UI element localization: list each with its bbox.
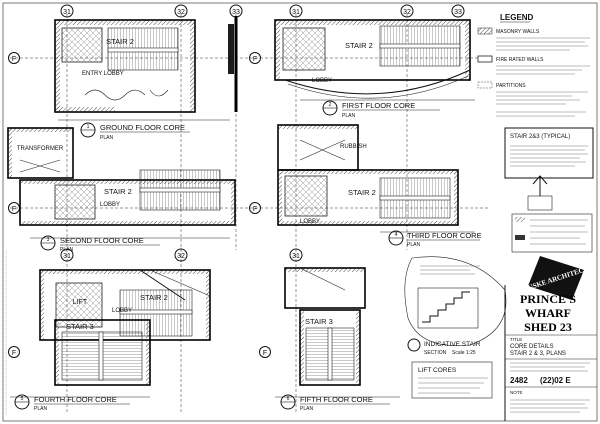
indicative-stair-section: INDICATIVE STAIR SECTION Scale 1:25 [404,256,507,356]
fifth-floor-title: FIFTH FLOOR CORE [300,395,373,404]
fourth-floor-plan: LIFT STAIR 2 LOBBY STAIR 3 5 FOURTH FLOO… [10,269,211,412]
project-name-line-2: WHARF [525,306,571,320]
third-floor-title: THIRD FLOOR CORE [407,231,482,240]
section-subtitle: SECTION [424,350,447,356]
stair-typical-title: STAIR 2&3 (TYPICAL) [510,134,570,140]
ground-floor-subtitle: PLAN [100,135,113,141]
svg-text:F: F [253,56,257,63]
grid-bubble-32-b: 32 [400,4,414,18]
svg-text:32: 32 [177,253,185,260]
grid-bubble-31-a: 31 [60,4,74,18]
svg-text:F: F [263,350,267,357]
second-lobby-label: LOBBY [100,202,120,208]
north-arrow-icon [527,175,553,211]
legend-item-2: FIRE RATED WALLS [496,57,544,63]
transformer-label: TRANSFORMER [17,146,64,152]
ground-lobby-label: ENTRY LOBBY [82,71,124,77]
rubbish-label: RUBBISH [340,144,367,150]
drawing-title-line-1: CORE DETAILS [510,344,554,350]
grid-bubble-33-a: 33 [229,4,243,18]
stair-typical-note: STAIR 2&3 (TYPICAL) [504,127,594,179]
grid-bubble-33-b: 33 [451,4,465,18]
grid-bubble-row-f-e: F [8,346,20,358]
legend-item-3: PARTITIONS [496,83,526,89]
fourth-floor-title: FOURTH FLOOR CORE [34,395,117,404]
first-floor-subtitle: PLAN [342,113,355,119]
svg-text:4: 4 [395,232,398,238]
grid-bubble-row-f-a: F [8,52,20,64]
project-name-line-3: SHED 23 [524,320,572,334]
grid-bubble-32-a: 32 [174,4,188,18]
note-label: NOTE [510,390,523,395]
svg-text:2: 2 [329,102,332,108]
legend: LEGEND MASONRY WALLS FIRE RATED WALLS PA… [477,13,590,117]
svg-text:3: 3 [47,237,50,243]
third-lobby-label: LOBBY [300,219,320,225]
fifth-stair3-label: STAIR 3 [305,317,333,326]
project-name-line-1: PRINCE'S [520,292,576,306]
lift-cores-title: LIFT CORES [418,367,457,374]
drawing-number: (22)02 E [540,376,571,385]
section-title: INDICATIVE STAIR [424,341,481,348]
svg-text:1: 1 [87,124,90,130]
svg-text:5: 5 [21,396,24,402]
project-number: 2482 [510,376,528,385]
legend-title: LEGEND [500,13,534,22]
svg-text:32: 32 [177,9,185,16]
fifth-floor-subtitle: PLAN [300,406,313,412]
third-floor-subtitle: PLAN [407,242,420,248]
svg-text:32: 32 [403,9,411,16]
fourth-lobby-label: LOBBY [112,308,132,314]
svg-text:F: F [12,56,16,63]
ground-floor-title: GROUND FLOOR CORE [100,123,185,132]
second-floor-subtitle: PLAN [60,247,73,253]
title-block: PRINCE'S WHARF SHED 23 TITLE CORE DETAIL… [504,285,597,421]
grid-bubble-31-c: 31 [60,248,74,262]
legend-item-1: MASONRY WALLS [496,29,540,35]
svg-text:F: F [253,206,257,213]
svg-text:F: F [12,206,16,213]
third-stair-label: STAIR 2 [348,188,376,197]
grid-bubble-row-f-d: F [249,202,261,214]
grid-bubble-row-f-f: F [259,346,271,358]
svg-text:31: 31 [63,9,71,16]
first-lobby-label: LOBBY [312,78,332,84]
svg-text:6: 6 [287,396,290,402]
grid-bubble-32-c: 32 [174,248,188,262]
section-scale: Scale 1:25 [452,350,476,356]
fourth-lift-label: LIFT [73,299,88,306]
svg-text:31: 31 [63,253,71,260]
drawing-title-line-2: STAIR 2 & 3, PLANS [510,351,566,357]
title-label: TITLE [510,337,522,342]
first-floor-plan: STAIR 2 LOBBY 2 FIRST FLOOR CORE PLAN [274,19,475,119]
fourth-floor-subtitle: PLAN [34,406,47,412]
second-stair-label: STAIR 2 [104,187,132,196]
fourth-stair3-label: STAIR 3 [66,322,94,331]
first-floor-title: FIRST FLOOR CORE [342,101,415,110]
svg-text:F: F [12,350,16,357]
lift-cores-note: LIFT CORES [411,361,493,399]
grid-bubble-row-f-b: F [249,52,261,64]
fourth-stair-label: STAIR 2 [140,293,168,302]
symbols-key [511,213,593,253]
fifth-floor-plan: STAIR 3 6 FIFTH FLOOR CORE PLAN [275,267,400,412]
second-floor-plan: TRANSFORMER STAIR 2 LOBBY 3 SECOND FLOOR… [7,127,236,253]
svg-text:33: 33 [454,9,462,16]
svg-text:33: 33 [232,9,240,16]
first-stair-label: STAIR 2 [345,41,373,50]
grid-bubble-31-b: 31 [289,4,303,18]
grid-bubble-31-d: 31 [289,248,303,262]
ground-stair-label: STAIR 2 [106,37,134,46]
second-floor-title: SECOND FLOOR CORE [60,236,144,245]
ground-floor-plan: STAIR 2 ENTRY LOBBY 1 GROUND FLOOR CORE … [54,16,238,141]
third-floor-plan: RUBBISH STAIR 2 LOBBY 4 THIRD FLOOR CORE… [277,124,482,248]
svg-text:31: 31 [292,9,300,16]
svg-text:31: 31 [292,253,300,260]
